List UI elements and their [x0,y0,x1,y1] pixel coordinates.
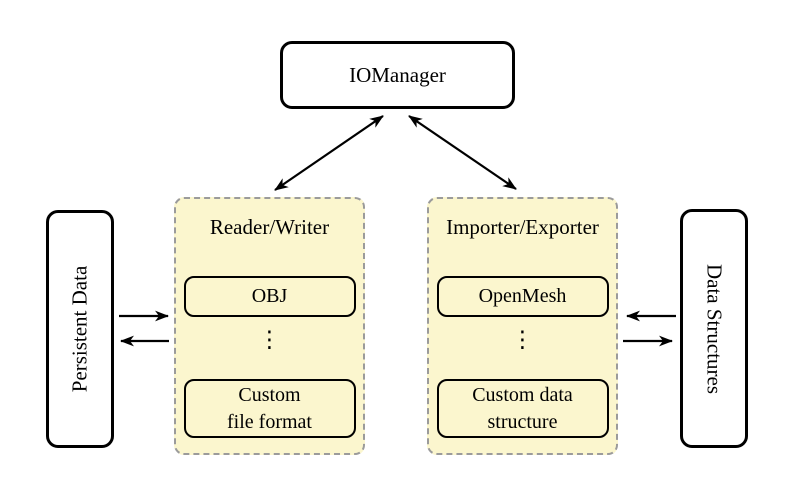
persistent-data-label: Persistent Data [67,265,92,393]
iomanager-label: IOManager [349,62,446,87]
node-custom-file-format: Custom file format [183,379,356,438]
data-structures-label: Data Structures [702,263,727,394]
node-persistent-data: Persistent Data [46,210,114,448]
node-data-structures: Data Structures [680,209,748,448]
arrow-iomanager-importerexporter [408,115,517,190]
node-openmesh: OpenMesh [436,276,609,317]
node-iomanager: IOManager [280,41,515,109]
node-custom-data-structure: Custom data structure [436,379,609,438]
importer-exporter-label: Importer/Exporter [446,215,599,239]
node-obj: OBJ [183,276,356,317]
vertical-ellipsis: ⋮ [511,327,534,353]
group-reader-writer: Reader/Writer OBJ ⋮ Custom file format [174,197,365,455]
group-importer-exporter: Importer/Exporter OpenMesh ⋮ Custom data… [427,197,618,455]
reader-writer-label: Reader/Writer [209,215,330,239]
arrow-iomanager-readerwriter [274,115,384,191]
vertical-ellipsis: ⋮ [258,327,281,353]
